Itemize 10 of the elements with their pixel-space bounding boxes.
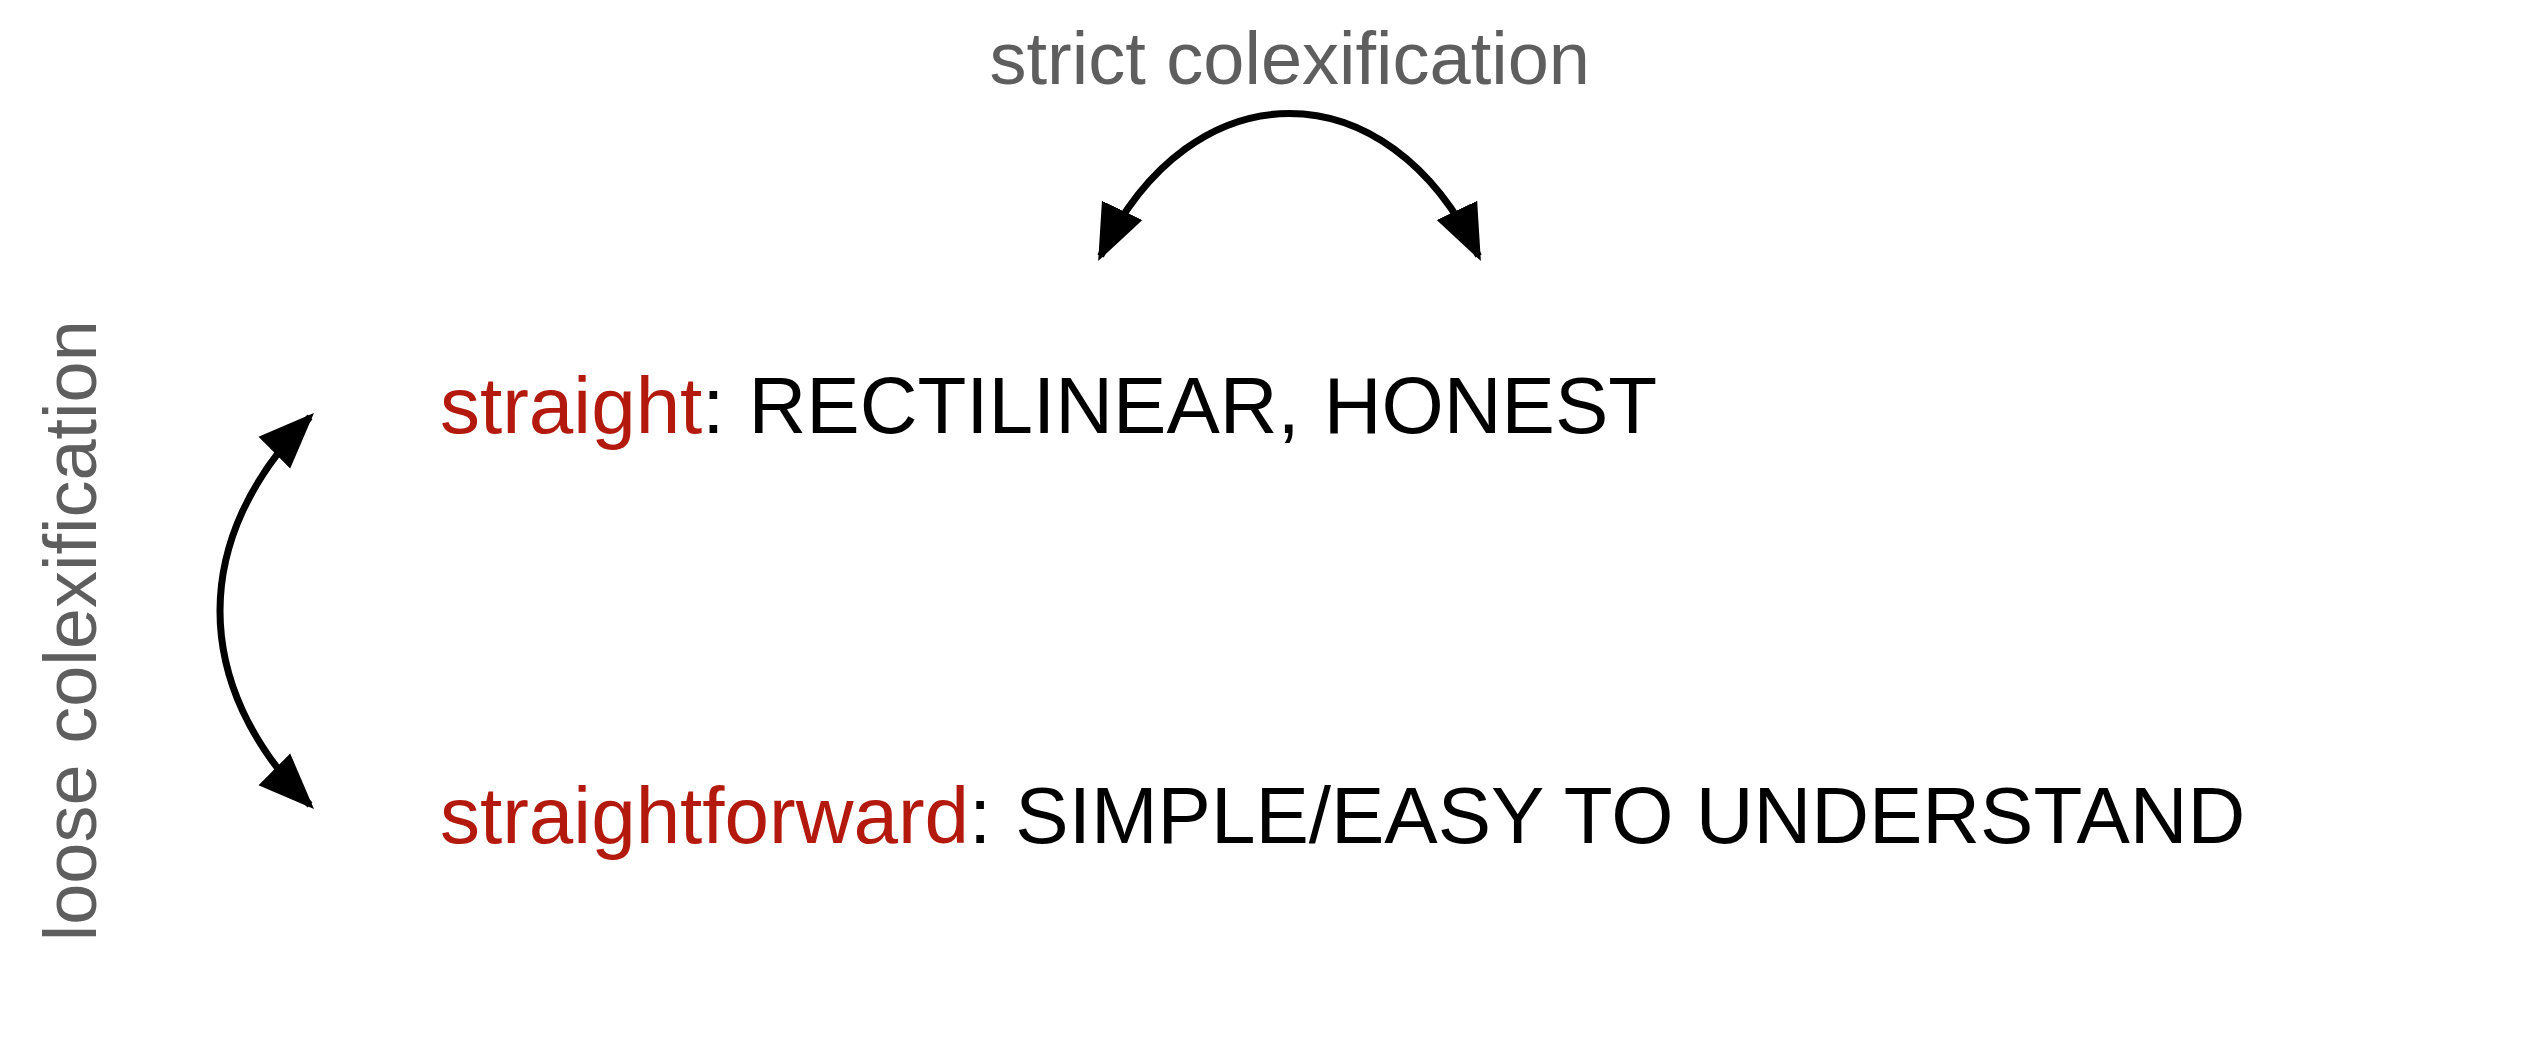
sense-label: RECTILINEAR bbox=[724, 250, 1278, 452]
curved-double-arrow bbox=[1097, 110, 1482, 261]
punctuation-label: : bbox=[702, 360, 725, 452]
sense-label: HONEST bbox=[1299, 250, 1658, 452]
punctuation-label: , bbox=[1277, 360, 1300, 452]
punctuation-label: : bbox=[969, 770, 992, 862]
curved-double-arrow bbox=[216, 412, 314, 810]
word-label: straightforward bbox=[310, 770, 970, 862]
word-label: straight bbox=[310, 360, 703, 452]
sense-label: SIMPLE/EASY TO UNDERSTAND bbox=[1014, 770, 2246, 862]
